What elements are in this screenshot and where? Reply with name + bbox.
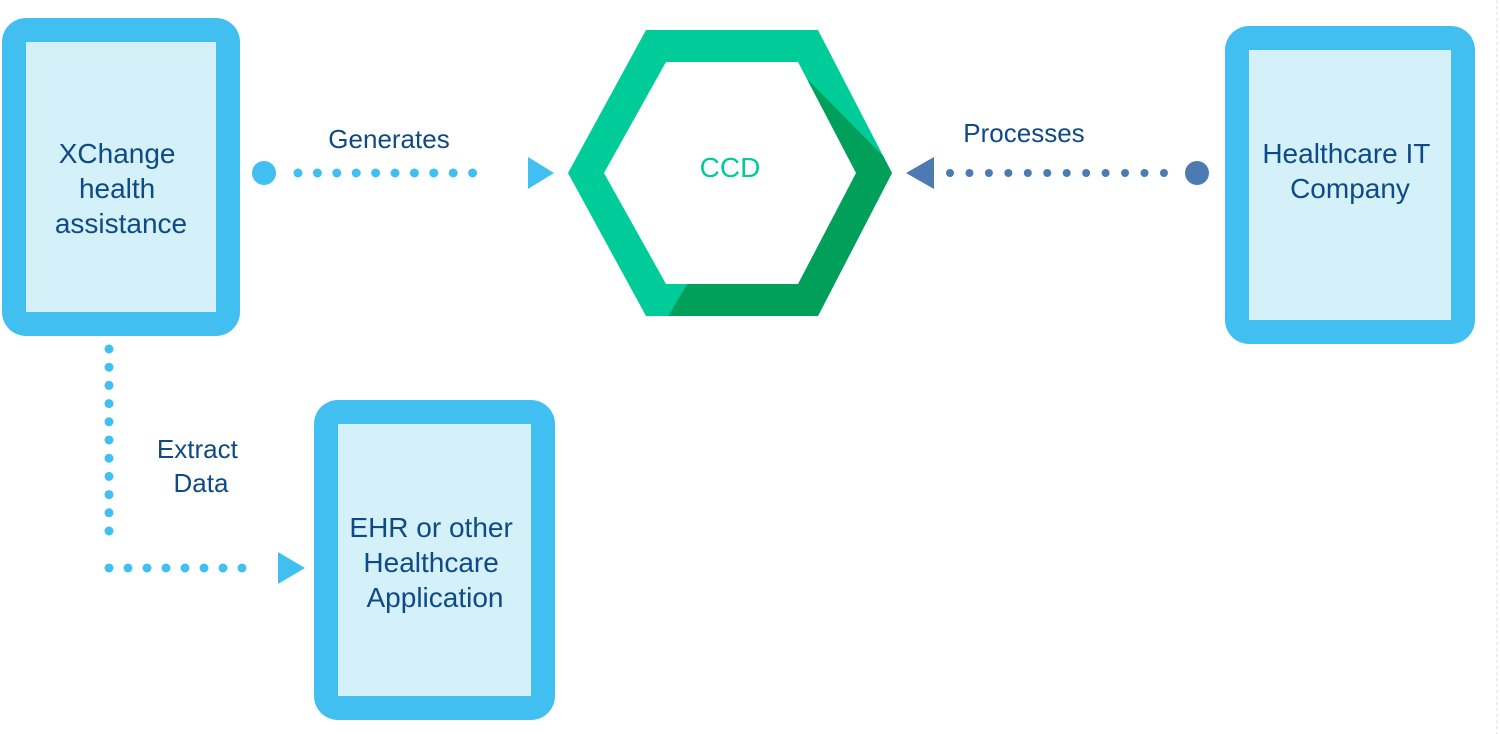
ccd-hexagon-inner [604, 62, 856, 284]
ehr-label-line-1: EHR or other [349, 512, 512, 543]
edge-generates: Generates [252, 124, 554, 189]
svg-text:EHR or other Healthcare: EHR or other Healthcare Application [349, 512, 520, 613]
node-ccd: CCD [568, 30, 892, 316]
ccd-label: CCD [700, 152, 761, 183]
edge-processes: Processes [906, 118, 1209, 189]
processes-arrowhead [906, 157, 934, 189]
extract-arrowhead [278, 552, 305, 584]
xchange-label-line-2: health [79, 173, 155, 204]
svg-text:Healthcare IT Company: Healthcare IT Company [1262, 138, 1437, 204]
generates-start-dot [252, 161, 276, 185]
healthcare-it-label-line-2: Company [1290, 173, 1410, 204]
healthcare-it-label-line-1: Healthcare IT [1262, 138, 1430, 169]
xchange-label-line-3: assistance [55, 208, 187, 239]
generates-label: Generates [328, 124, 449, 154]
extract-label-line-2: Data [174, 468, 229, 498]
edge-extract-data: Extract Data [104, 344, 305, 584]
ehr-label-line-2: Healthcare [363, 547, 498, 578]
processes-start-dot [1185, 161, 1209, 185]
ehr-label-line-3: Application [367, 582, 504, 613]
extract-label-line-1: Extract [157, 434, 239, 464]
svg-text:Extract Data: Extract Data [157, 434, 245, 498]
node-healthcare-it-company: Healthcare IT Company [1225, 26, 1475, 344]
node-xchange-health-assistance: XChange health assistance [2, 18, 240, 336]
processes-label: Processes [963, 118, 1084, 148]
svg-text:XChange health ass: XChange health assistance [55, 138, 187, 239]
generates-arrowhead [528, 157, 554, 189]
node-ehr-application: EHR or other Healthcare Application [314, 400, 555, 720]
xchange-label-line-1: XChange [59, 138, 176, 169]
